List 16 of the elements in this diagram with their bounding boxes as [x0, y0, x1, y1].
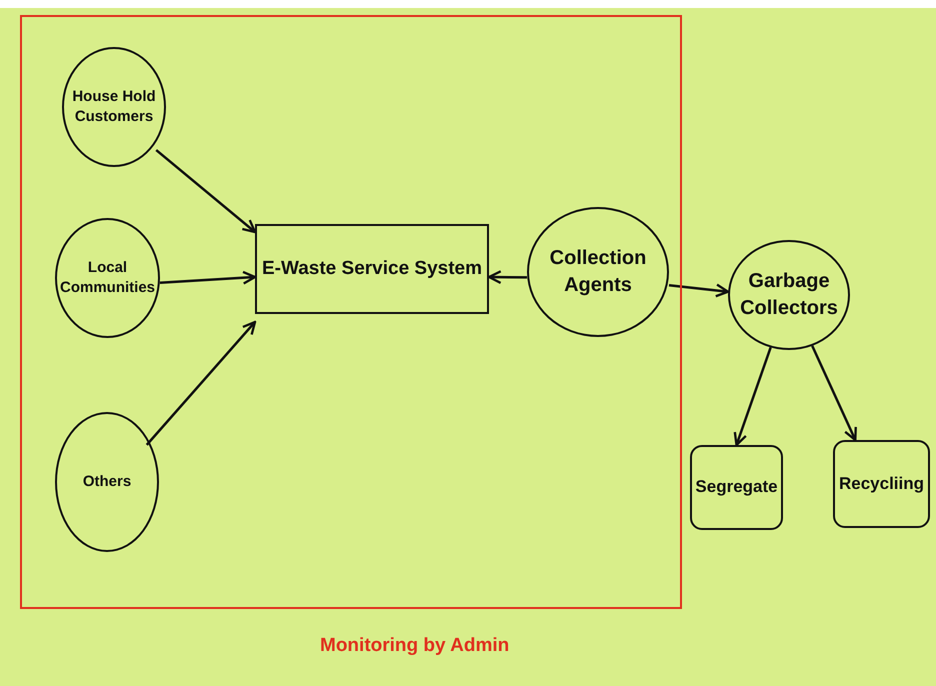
- ellipse-node: Others: [55, 412, 159, 552]
- arrow: [668, 283, 730, 298]
- ellipse-node: House Hold Customers: [62, 47, 166, 167]
- ellipse-node: Collection Agents: [527, 207, 669, 337]
- arrow: [160, 270, 256, 285]
- arrow: [734, 347, 772, 446]
- process-box: E-Waste Service System: [255, 224, 489, 314]
- arrow: [155, 149, 256, 234]
- ellipse-node: Garbage Collectors: [728, 240, 850, 350]
- frame-label: Monitoring by Admin: [320, 635, 510, 657]
- ellipse-node: Local Communities: [55, 218, 160, 338]
- rounded-box: Segregate: [690, 445, 783, 530]
- rounded-box: Recycliing: [833, 440, 930, 528]
- arrow: [811, 345, 857, 442]
- arrow: [146, 320, 256, 446]
- arrow: [488, 270, 528, 284]
